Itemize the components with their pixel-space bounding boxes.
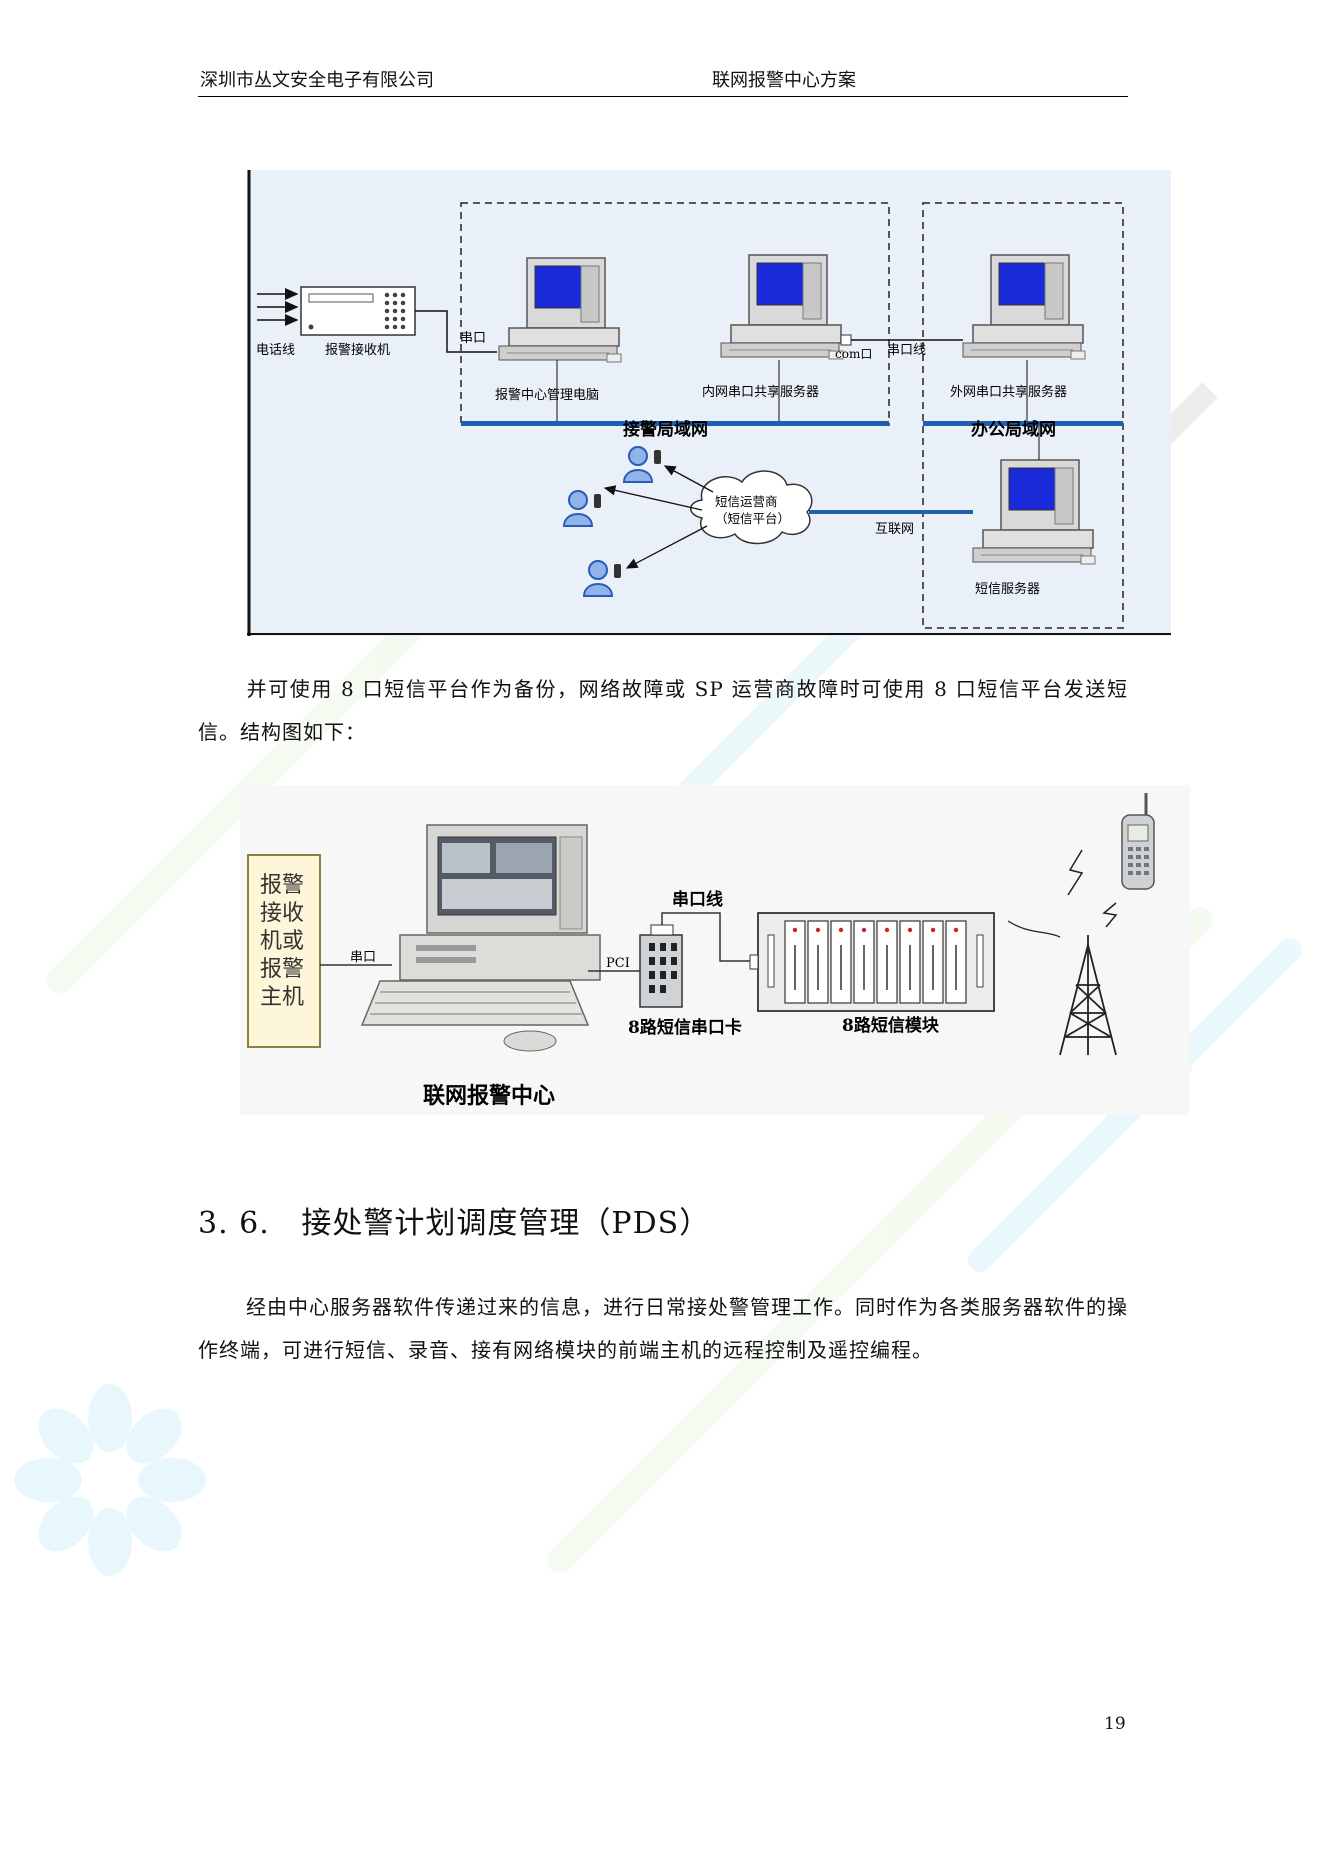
svg-text:报警: 报警: [260, 957, 304, 982]
label-com-port: com口: [835, 347, 872, 361]
section-number: 3. 6.: [198, 1206, 270, 1241]
label-center: 联网报警中心: [423, 1083, 555, 1109]
label-internet: 互联网: [875, 522, 914, 537]
svg-text:机或: 机或: [260, 929, 304, 954]
internet-line: [809, 510, 973, 514]
label-phone-line: 电话线: [256, 343, 295, 358]
label-serial-port: 串口: [460, 331, 486, 346]
label-sms-operator-1: 短信运营商: [715, 494, 778, 509]
paragraph-pds: 经由中心服务器软件传递过来的信息，进行日常接处警管理工作。同时作为各类服务器软件…: [198, 1295, 1128, 1362]
alarm-lan-bar: [461, 421, 889, 426]
page-header: 深圳市丛文安全电子有限公司 联网报警中心方案: [198, 62, 1128, 97]
label-external-serial-server: 外网串口共享服务器: [950, 384, 1067, 400]
mobile-phone-icon: [1121, 793, 1155, 890]
network-topology-figure: 电话线 报警接收机 串口 报警中心管理电脑 内网串口共享服务器 外网串口共享服务…: [247, 170, 1171, 636]
sms-module-icon: [749, 912, 995, 1012]
label-sms-module: 8路短信模块: [842, 1015, 940, 1036]
label-sms-operator-2: （短信平台）: [715, 511, 790, 526]
label-alarm-receiver: 报警接收机: [325, 342, 390, 358]
sms-operator-cloud: [690, 470, 813, 545]
header-doc-title: 联网报警中心方案: [712, 70, 856, 91]
paragraph-backup-sms: 并可使用 8 口短信平台作为备份，网络故障或 SP 运营商故障时可使用 8 口短…: [198, 677, 1128, 744]
signal-waves-icon: [1067, 849, 1118, 928]
alarm-receiver-device: [257, 286, 416, 336]
serial-card-icon: [639, 924, 683, 1008]
svg-text:接收: 接收: [260, 901, 304, 926]
section-heading: 3. 6. 接处警计划调度管理（PDS）: [198, 1198, 710, 1242]
header-company: 深圳市丛文安全电子有限公司: [200, 70, 434, 91]
office-lan-bar: [923, 421, 1123, 426]
label-serial-cable: 串口线: [887, 343, 926, 358]
cell-tower-icon: [1059, 935, 1117, 1056]
label-internal-serial-server: 内网串口共享服务器: [702, 384, 819, 400]
label-office-lan: 办公局域网: [971, 419, 1056, 440]
label-center-pc: 报警中心管理电脑: [495, 387, 599, 403]
alarm-host-box: [247, 854, 321, 1048]
alarm-host-label: 报警 接收 机或 报警 主机: [260, 873, 304, 1010]
svg-text:报警: 报警: [260, 873, 304, 898]
sms-platform-structure-figure: 报警 接收 机或 报警 主机 串口 联网报警中心 PCI: [240, 785, 1190, 1115]
section-title: 接处警计划调度管理（PDS）: [301, 1206, 711, 1241]
wireless-link: [1007, 920, 1061, 938]
label-alarm-lan: 接警局域网: [623, 419, 708, 440]
label-serial-cable: 串口线: [672, 889, 723, 910]
label-serial-card: 8路短信串口卡: [628, 1017, 742, 1038]
workstation-computer-icon: [360, 824, 601, 1052]
label-sms-server: 短信服务器: [975, 581, 1040, 597]
svg-text:主机: 主机: [260, 985, 304, 1010]
label-serial-port: 串口: [350, 950, 376, 965]
label-pci: PCI: [606, 956, 630, 971]
page-number: 19: [1104, 1714, 1126, 1734]
